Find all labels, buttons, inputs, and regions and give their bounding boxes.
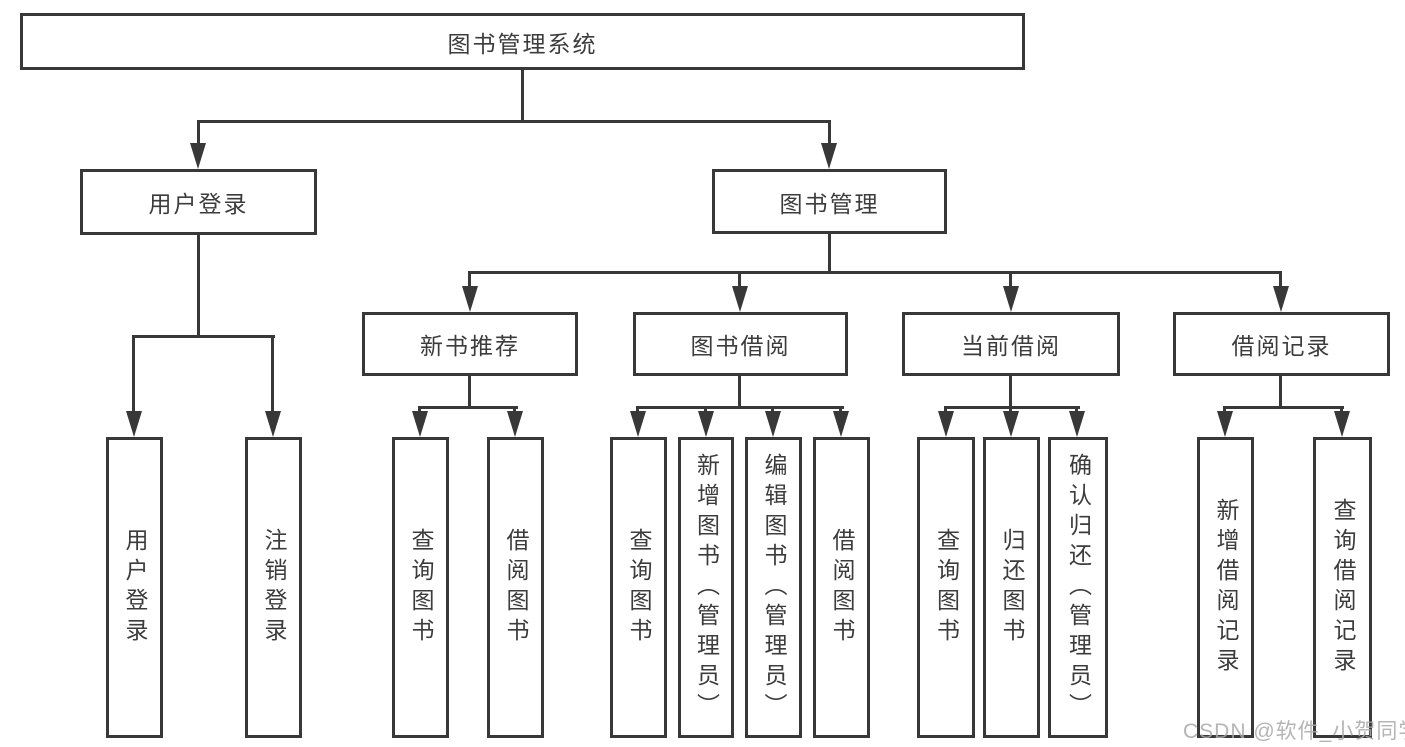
arrowhead-down-icon xyxy=(1217,411,1233,437)
connector-stub xyxy=(1009,271,1012,291)
connector-stub xyxy=(1009,406,1012,415)
node-borrowing-records: 借阅记录 xyxy=(1173,312,1390,376)
connector-current-borrow-drop xyxy=(1009,374,1012,408)
arrowhead-down-icon xyxy=(821,143,837,169)
arrowhead-down-icon xyxy=(938,411,954,437)
connector-stub xyxy=(271,335,274,415)
connector-records-rail xyxy=(1223,406,1344,409)
connector-stub xyxy=(468,271,471,291)
watermark: CSDN @软件_小贺同学 xyxy=(1183,720,1405,743)
leaf-confirm-return-admin: 确认归还（管理员） xyxy=(1048,437,1108,738)
connector-level2-rail xyxy=(197,120,831,123)
connector-stub xyxy=(418,406,421,415)
leaf-return-books: 归还图书 xyxy=(983,437,1040,738)
arrowhead-down-icon xyxy=(1069,411,1085,437)
connector-records-drop xyxy=(1279,374,1282,408)
connector-current-borrow-rail xyxy=(944,406,1080,409)
arrowhead-down-icon xyxy=(1003,286,1019,312)
leaf-logout: 注销登录 xyxy=(245,437,302,738)
node-user-login: 用户登录 xyxy=(80,169,317,235)
connector-new-book-drop xyxy=(468,374,471,408)
connector-stub xyxy=(828,120,831,146)
leaf-add-borrow-record: 新增借阅记录 xyxy=(1197,437,1254,738)
connector-stub xyxy=(771,406,774,415)
leaf-query-books: 查询图书 xyxy=(392,437,449,738)
leaf-query-books: 查询图书 xyxy=(917,437,975,738)
leaf-add-book-admin: 新增图书（管理员） xyxy=(678,437,734,738)
connector-new-book-rail xyxy=(418,406,518,409)
connector-book-borrow-rail xyxy=(636,406,844,409)
connector-stub xyxy=(1279,271,1282,291)
arrowhead-down-icon xyxy=(265,411,281,437)
arrowhead-down-icon xyxy=(698,411,714,437)
arrowhead-down-icon xyxy=(765,411,781,437)
connector-stub xyxy=(1223,406,1226,415)
connector-stub xyxy=(197,120,200,146)
arrowhead-down-icon xyxy=(630,411,646,437)
node-current-borrowing: 当前借阅 xyxy=(902,312,1120,376)
connector-root-drop xyxy=(521,69,524,122)
arrowhead-down-icon xyxy=(126,411,142,437)
connector-book-borrow-drop xyxy=(738,374,741,408)
leaf-user-login: 用户登录 xyxy=(106,437,163,738)
connector-stub xyxy=(636,406,639,415)
connector-stub xyxy=(1340,406,1343,415)
leaf-borrow-books: 借阅图书 xyxy=(487,437,544,738)
arrowhead-down-icon xyxy=(1273,286,1289,312)
connector-stub xyxy=(704,406,707,415)
connector-stub xyxy=(513,406,516,415)
arrowhead-down-icon xyxy=(190,143,206,169)
arrowhead-down-icon xyxy=(412,411,428,437)
connector-stub xyxy=(944,406,947,415)
arrowhead-down-icon xyxy=(462,286,478,312)
arrowhead-down-icon xyxy=(1003,411,1019,437)
connector-stub xyxy=(738,271,741,291)
arrowhead-down-icon xyxy=(732,286,748,312)
arrowhead-down-icon xyxy=(507,411,523,437)
connector-stub xyxy=(1075,406,1078,415)
connector-level3-rail xyxy=(469,271,1282,274)
connector-user-login-drop xyxy=(197,233,200,337)
connector-stub xyxy=(132,335,135,415)
connector-user-login-rail xyxy=(133,335,275,338)
connector-stub xyxy=(839,406,842,415)
node-book-management: 图书管理 xyxy=(712,169,947,234)
node-new-book-recommendation: 新书推荐 xyxy=(362,312,578,376)
node-book-borrowing: 图书借阅 xyxy=(633,312,848,376)
leaf-borrow-books: 借阅图书 xyxy=(813,437,870,738)
leaf-query-borrow-record: 查询借阅记录 xyxy=(1313,437,1372,738)
connector-book-management-drop xyxy=(828,232,831,273)
arrowhead-down-icon xyxy=(1334,411,1350,437)
node-library-system: 图书管理系统 xyxy=(20,13,1025,70)
leaf-query-books: 查询图书 xyxy=(610,437,667,738)
arrowhead-down-icon xyxy=(833,411,849,437)
leaf-edit-book-admin: 编辑图书（管理员） xyxy=(745,437,802,738)
